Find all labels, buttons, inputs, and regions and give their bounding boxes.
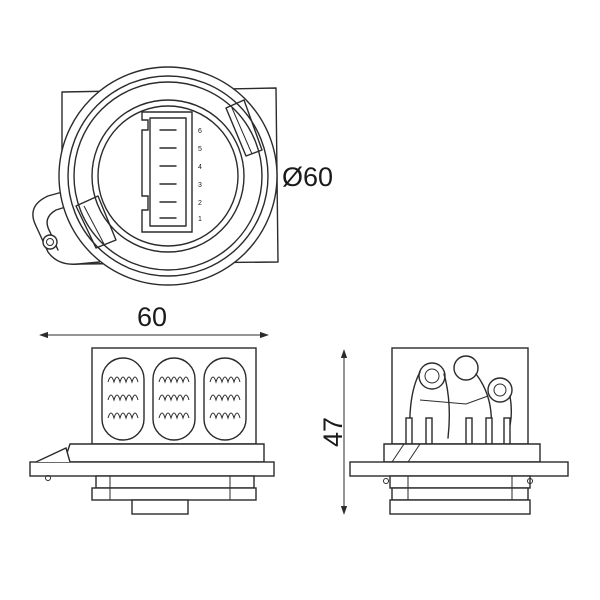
front-view-connector-lower xyxy=(91,487,257,501)
inner-ring xyxy=(91,99,245,253)
coil-loop xyxy=(487,377,513,403)
pin-number: 6 xyxy=(198,128,202,135)
side-view-connector-lower xyxy=(391,487,529,501)
terminal-post xyxy=(425,417,433,445)
coil-loop-inner xyxy=(493,383,507,397)
latch-slot-lower-left xyxy=(75,195,117,249)
coil-winding xyxy=(209,412,241,420)
coil-winding xyxy=(107,412,139,420)
side-view-flange xyxy=(349,461,569,477)
side-view-collar-notch xyxy=(391,443,421,463)
latch-slot-upper-right-line xyxy=(231,107,253,155)
lead-wire-link xyxy=(419,395,489,405)
width-dimension-label: 60 xyxy=(137,302,167,332)
front-view-collar xyxy=(63,443,265,463)
top-view: 6 5 4 3 2 1 Ø60 xyxy=(32,66,333,286)
side-view: 47 xyxy=(318,347,569,515)
terminal-post xyxy=(405,417,413,445)
inner-ring-edge xyxy=(97,105,239,247)
coil-winding xyxy=(158,376,190,384)
coil-winding xyxy=(158,394,190,402)
terminal-post xyxy=(485,417,493,445)
resistor-coils xyxy=(101,357,247,441)
latch-slot-lower-left-line xyxy=(83,205,105,245)
diameter-dimension-label: Ø60 xyxy=(282,162,333,192)
height-dimension-label: 47 xyxy=(318,417,348,447)
resistor-coil-right xyxy=(203,357,247,441)
coil-winding xyxy=(158,412,190,420)
side-view-hole xyxy=(383,478,389,484)
resistor-coil-left xyxy=(101,357,145,441)
coil-winding xyxy=(107,394,139,402)
pin-number: 4 xyxy=(198,164,202,171)
coil-winding xyxy=(107,376,139,384)
front-view-ear xyxy=(35,447,71,463)
connector-cavity xyxy=(149,117,187,227)
outer-ring-inner-edge xyxy=(67,75,269,277)
coil-loop xyxy=(418,362,446,390)
terminal-post xyxy=(465,417,473,445)
top-view-ear-inner-edge xyxy=(46,199,89,251)
front-view-ear-hole xyxy=(45,475,51,481)
front-view: 60 xyxy=(29,302,275,515)
coil-winding xyxy=(209,376,241,384)
pin-number-labels: 6 5 4 3 2 1 xyxy=(198,128,202,223)
connector-pins xyxy=(159,129,177,219)
pin-number: 3 xyxy=(198,182,202,189)
terminal-post xyxy=(503,417,511,445)
front-view-flange xyxy=(29,461,275,477)
side-view-collar xyxy=(383,443,541,463)
side-view-coils xyxy=(409,355,513,439)
middle-ring xyxy=(73,81,263,271)
coil-winding xyxy=(209,394,241,402)
pin-number: 1 xyxy=(198,216,202,223)
mounting-hole xyxy=(42,234,58,250)
front-view-connector-plug xyxy=(131,499,189,515)
side-view-connector-plug xyxy=(389,499,531,515)
pin-number: 2 xyxy=(198,200,202,207)
pin-number: 5 xyxy=(198,146,202,153)
mounting-hole-inner xyxy=(46,238,54,246)
side-view-connector-upper xyxy=(389,475,531,489)
coil-loop-inner xyxy=(424,368,440,384)
connector-housing xyxy=(141,111,193,233)
resistor-coil-middle xyxy=(152,357,196,441)
coil-loop xyxy=(453,355,479,381)
lead-wire xyxy=(443,373,451,439)
side-view-hole xyxy=(527,478,533,484)
latch-slot-upper-right xyxy=(225,99,263,157)
